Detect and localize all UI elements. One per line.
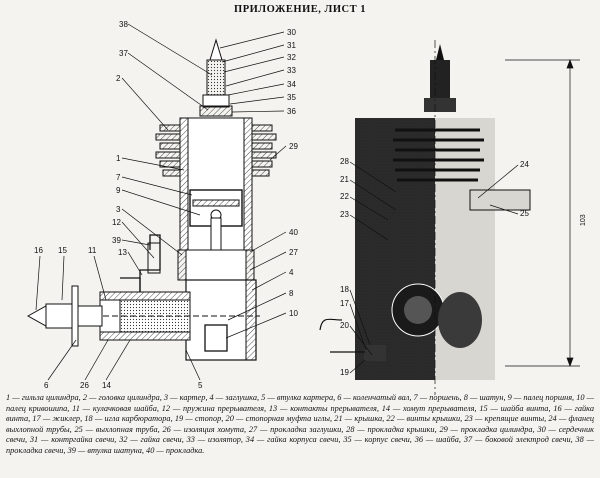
callout-40: 40 xyxy=(289,228,298,237)
callout-16: 16 xyxy=(34,246,43,255)
photo-drawing xyxy=(319,40,580,395)
callout-39: 39 xyxy=(112,236,121,245)
callout-28: 28 xyxy=(340,157,349,166)
callout-17: 17 xyxy=(340,299,349,308)
callout-3: 3 xyxy=(116,205,121,214)
callout-38: 38 xyxy=(119,20,128,29)
callout-6: 6 xyxy=(44,381,49,390)
callout-10: 10 xyxy=(289,309,298,318)
callout-32: 32 xyxy=(287,53,296,62)
callout-27: 27 xyxy=(289,248,298,257)
callout-5: 5 xyxy=(198,381,203,390)
callout-24: 24 xyxy=(520,160,529,169)
callout-4: 4 xyxy=(289,268,294,277)
callout-34: 34 xyxy=(287,80,296,89)
callout-18: 18 xyxy=(340,285,349,294)
callout-25: 25 xyxy=(520,209,529,218)
callout-11: 11 xyxy=(88,246,97,255)
callout-13: 13 xyxy=(118,248,127,257)
callout-26: 26 xyxy=(80,381,89,390)
callout-23: 23 xyxy=(340,210,349,219)
callouts-left: 38 37 2 1 7 9 3 12 39 13 16 15 11 6 26 1… xyxy=(34,20,203,390)
callout-1: 1 xyxy=(116,154,121,163)
callout-21: 21 xyxy=(340,175,349,184)
callout-12: 12 xyxy=(112,218,121,227)
callout-20: 20 xyxy=(340,321,349,330)
page-title: ПРИЛОЖЕНИЕ, ЛИСТ 1 xyxy=(234,4,366,15)
dimension-label: 103 xyxy=(580,214,587,226)
callout-7: 7 xyxy=(116,173,121,182)
callouts-right: 30 31 32 33 34 35 36 29 40 27 4 8 10 xyxy=(287,28,298,318)
callout-36: 36 xyxy=(287,107,296,116)
callout-22: 22 xyxy=(340,192,349,201)
callout-29: 29 xyxy=(289,142,298,151)
callout-15: 15 xyxy=(58,246,67,255)
callout-30: 30 xyxy=(287,28,296,37)
figure-caption: 1 — гильза цилиндра, 2 — головка цилиндр… xyxy=(6,393,594,455)
callout-19: 19 xyxy=(340,368,349,377)
callout-14: 14 xyxy=(102,381,111,390)
callout-31: 31 xyxy=(287,41,296,50)
callout-37: 37 xyxy=(119,49,128,58)
callout-9: 9 xyxy=(116,186,121,195)
callout-35: 35 xyxy=(287,93,296,102)
callout-33: 33 xyxy=(287,66,296,75)
cross-section-drawing xyxy=(26,38,277,361)
callout-8: 8 xyxy=(289,289,294,298)
leader-lines-left xyxy=(35,23,287,381)
callout-2: 2 xyxy=(116,74,121,83)
callouts-photo: 28 21 22 23 24 25 18 17 20 19 103 xyxy=(340,157,587,377)
